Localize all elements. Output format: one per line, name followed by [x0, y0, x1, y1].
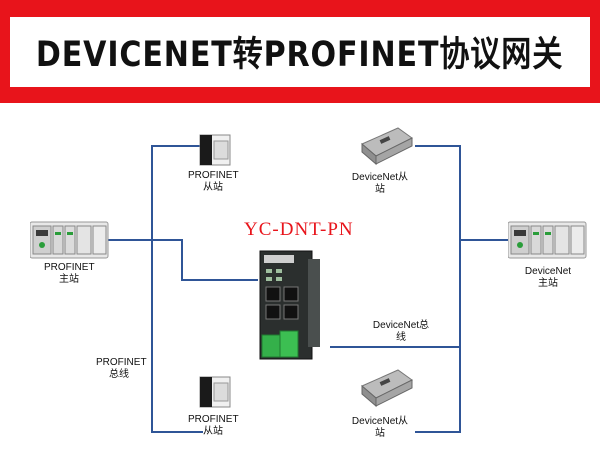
io-block-icon	[361, 127, 413, 166]
devicenet-bus-line	[415, 145, 461, 433]
devicenet-slave-top-label: DeviceNet从站	[351, 172, 409, 195]
header-box: DEVICENET转PROFINET协议网关	[10, 16, 590, 87]
page-title: DEVICENET转PROFINET协议网关	[36, 35, 564, 75]
profinet-slave-bottom-device	[198, 375, 234, 414]
devicenet-bus-label: DeviceNet总线	[372, 320, 430, 343]
devicenet-master-device	[507, 218, 588, 265]
devicenet-slave-bottom-device	[358, 364, 414, 413]
profinet-slave-top-device	[198, 133, 234, 172]
io-block-icon	[361, 369, 413, 408]
gateway-icon	[259, 250, 320, 360]
gateway-device	[252, 247, 322, 370]
header-banner: DEVICENET转PROFINET协议网关	[0, 0, 600, 103]
profinet-master-device	[29, 218, 110, 265]
io-module-icon	[199, 376, 231, 408]
profinet-bus-line	[151, 145, 203, 433]
gateway-model-label: YC-DNT-PN	[244, 219, 354, 240]
devicenet-slave-bottom-label: DeviceNet从站	[351, 416, 409, 439]
plc-icon	[507, 221, 587, 259]
io-module-icon	[199, 134, 231, 166]
devicenet-slave-top-device	[358, 122, 414, 171]
plc-icon	[29, 221, 109, 259]
gateway-profinet-link	[152, 239, 258, 281]
